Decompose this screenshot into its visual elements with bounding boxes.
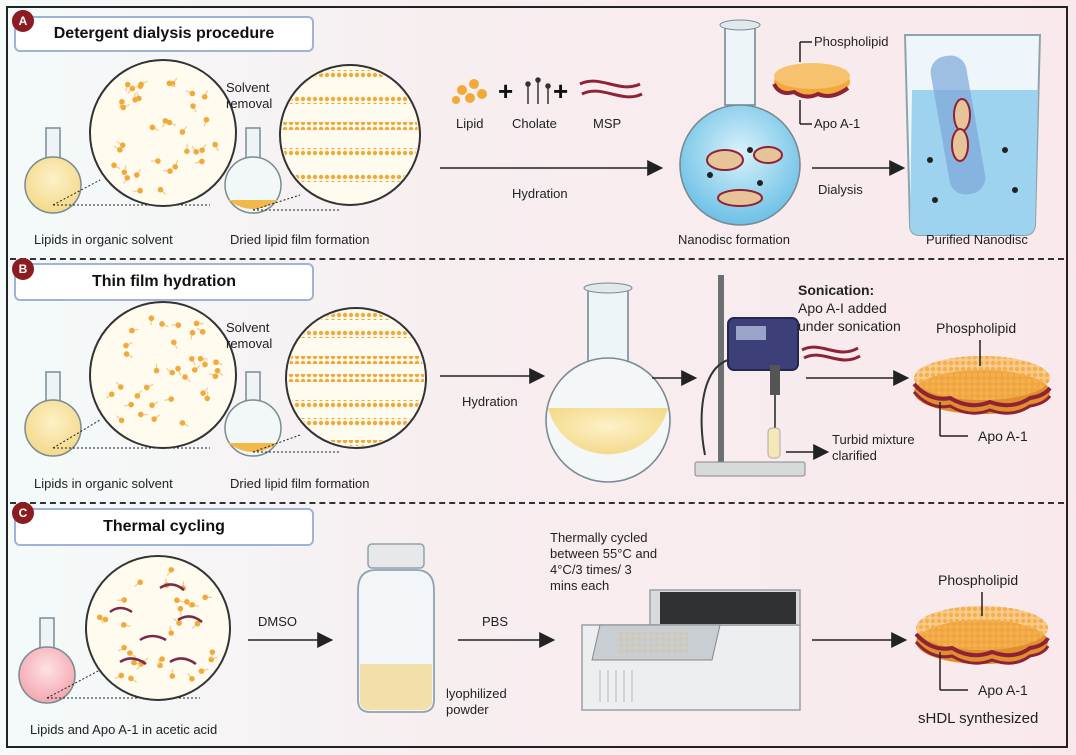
divider-ab xyxy=(10,258,1064,260)
label-turbid-2: clarified xyxy=(832,448,877,463)
nanodisc-illustration-b xyxy=(912,356,1052,415)
label-sonication-2: under sonication xyxy=(798,318,901,334)
label-dialysis: Dialysis xyxy=(818,182,863,197)
label-purified-nanodisc: Purified Nanodisc xyxy=(926,232,1028,247)
nanodisc-illustration-c xyxy=(914,606,1050,665)
label-thermal-4: mins each xyxy=(550,578,610,593)
badge-a-front: A xyxy=(12,10,34,32)
label-sonication-title: Sonication: xyxy=(798,282,875,298)
flask-hydration-b xyxy=(545,282,671,483)
label-removal-b: removal xyxy=(226,336,273,351)
zoom-circle-film-b xyxy=(285,307,427,449)
badge-c: C xyxy=(12,502,34,524)
zoom-circle-lipids-a xyxy=(89,59,237,207)
figure-frame xyxy=(6,6,1068,748)
thermal-cycler-device xyxy=(581,589,801,711)
label-phospholipid-c: Phospholipid xyxy=(938,572,1019,588)
label-sonication-1: Apo A-I added xyxy=(798,300,887,316)
label-lipids-apo-acetic: Lipids and Apo A-1 in acetic acid xyxy=(30,722,218,737)
label-phospholipid-b: Phospholipid xyxy=(936,320,1017,336)
label-dried-film-a: Dried lipid film formation xyxy=(230,232,370,247)
zoom-circle-lipids-apo-c xyxy=(85,555,231,701)
flask-nanodisc-formation xyxy=(679,19,801,226)
divider-bc xyxy=(10,502,1064,504)
label-apoa1-a: Apo A-1 xyxy=(814,116,861,131)
label-hydration-b: Hydration xyxy=(462,394,518,409)
label-shdl-synthesized: sHDL synthesized xyxy=(918,710,1039,727)
flask-dried-film-b xyxy=(224,371,282,457)
label-lyophilized-2: powder xyxy=(446,702,489,717)
label-phospholipid-a: Phospholipid xyxy=(814,34,889,49)
label-lipid: Lipid xyxy=(456,116,484,131)
label-apoa1-c: Apo A-1 xyxy=(978,682,1028,698)
label-lipids-organic-a: Lipids in organic solvent xyxy=(34,232,173,247)
flask-organic-solvent-b xyxy=(24,371,82,457)
apo-strands-b xyxy=(801,345,861,362)
title-detergent-dialysis: Detergent dialysis procedure xyxy=(14,16,314,52)
svg-text:+: + xyxy=(553,76,568,106)
flask-acetic-acid-c xyxy=(18,617,76,704)
label-lyophilized-1: lyophilized xyxy=(446,686,507,701)
flask-dried-film-a xyxy=(224,127,282,214)
label-dmso: DMSO xyxy=(258,614,297,629)
label-thermal-2: between 55°C and xyxy=(550,546,658,561)
cholate-reagent-icon xyxy=(525,77,551,104)
badge-b: B xyxy=(12,258,34,280)
msp-reagent-icon xyxy=(579,79,643,99)
zoom-circle-lipids-b xyxy=(89,301,237,449)
label-solvent-b: Solvent xyxy=(226,320,270,335)
nanodisc-illustration-a xyxy=(772,63,850,99)
title-thermal-cycling: Thermal cycling xyxy=(14,508,314,546)
label-thermal-3: 4°C/3 times/ 3 xyxy=(550,562,632,577)
label-thermal-1: Thermally cycled xyxy=(550,530,648,545)
flask-organic-solvent-a xyxy=(24,127,82,214)
label-apoa1-b: Apo A-1 xyxy=(978,428,1028,444)
svg-text:+: + xyxy=(498,76,513,106)
zoom-circle-film-a xyxy=(279,64,421,206)
label-solvent-a: Solvent xyxy=(226,80,270,95)
label-msp: MSP xyxy=(593,116,622,131)
label-nanodisc-formation: Nanodisc formation xyxy=(678,232,790,247)
label-removal-a: removal xyxy=(226,96,273,111)
label-dried-film-b: Dried lipid film formation xyxy=(230,476,370,491)
label-pbs: PBS xyxy=(482,614,509,629)
beaker-purified-nanodisc xyxy=(903,34,1042,236)
sonicator-device xyxy=(694,275,806,477)
vial-lyophilized xyxy=(357,543,435,713)
label-hydration-a: Hydration xyxy=(512,186,568,201)
label-cholate: Cholate xyxy=(512,116,557,131)
lipid-reagent-icon xyxy=(452,79,487,104)
label-turbid-1: Turbid mixture xyxy=(832,432,915,447)
title-thin-film-hydration: Thin film hydration xyxy=(14,263,314,301)
label-lipids-organic-b: Lipids in organic solvent xyxy=(34,476,173,491)
